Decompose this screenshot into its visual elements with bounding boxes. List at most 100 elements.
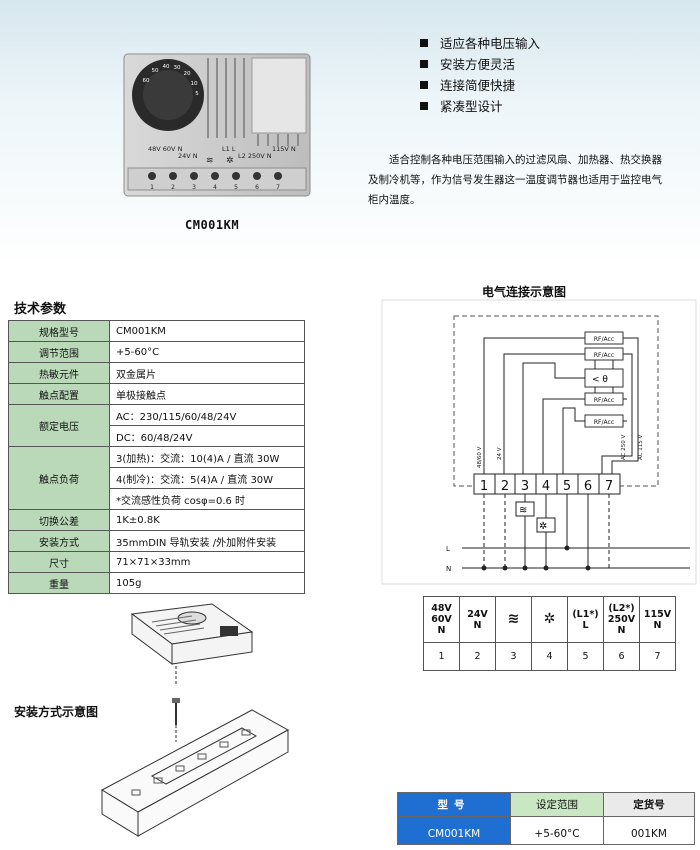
spec-value: AC：230/115/60/48/24V	[109, 404, 305, 426]
spec-label: 触点配置	[8, 383, 110, 405]
dial-tick: 10	[191, 81, 198, 87]
spec-value: CM001KM	[109, 320, 305, 342]
spec-value: 1K±0.8K	[109, 509, 305, 531]
terminal-number: 3	[192, 184, 196, 191]
spec-label: 重量	[8, 572, 110, 594]
order-header: 型号	[397, 792, 511, 817]
product-image: 60 50 40 30 20 10 5 48V 60V N 24V N L1 L…	[123, 53, 311, 197]
relay-label: RF/Acc	[594, 352, 614, 359]
relay-label: RF/Acc	[594, 336, 614, 343]
voltage-label: AC 115 V	[638, 434, 644, 460]
spec-label: 安装方式	[8, 530, 110, 552]
spec-title: 技术参数	[14, 302, 67, 317]
fan-icon: ✲	[539, 521, 547, 532]
spec-value: DC：60/48/24V	[109, 425, 305, 447]
terminal-number: 2	[171, 184, 175, 191]
spec-value: 3(加热)：交流：10(4)A / 直流 30W	[109, 446, 305, 468]
terminal-number: 5	[563, 479, 571, 494]
order-cell: CM001KM	[397, 816, 511, 845]
feature-item: 适应各种电压输入	[420, 32, 540, 53]
dial-tick: 30	[174, 65, 181, 71]
dial-tick: 60	[143, 78, 150, 84]
spec-label: 切换公差	[8, 509, 110, 531]
table-row: 触点配置单极接触点	[8, 383, 305, 405]
terminal-number: 7	[639, 642, 676, 671]
intro-paragraph: 适合控制各种电压范围输入的过滤风扇、加热器、热交换器及制冷机等，作为信号发生器这…	[368, 154, 662, 206]
cooling-icon: ✲	[531, 596, 568, 643]
dial-tick: 20	[184, 71, 191, 77]
spec-label: 调节范围	[8, 341, 110, 363]
terminal-number: 3	[495, 642, 532, 671]
terminal-number: 5	[567, 642, 604, 671]
heating-icon: ≋	[495, 596, 532, 643]
spec-value: 4(制冷)：交流：5(4)A / 直流 30W	[109, 467, 305, 489]
face-label: 48V 60V N	[148, 145, 183, 153]
square-bullet-icon	[420, 101, 428, 110]
terminal-number: 7	[605, 479, 613, 494]
terminal-number: 6	[584, 479, 592, 494]
terminal-number: 1	[480, 479, 488, 494]
spec-value: *交流感性负荷 cosφ=0.6 时	[109, 488, 305, 510]
terminal-desc: (L1*)L	[567, 596, 604, 643]
spec-value: +5-60°C	[109, 341, 305, 363]
terminal-number: 3	[521, 479, 529, 494]
terminal-number: 4	[542, 479, 550, 494]
install-diagram	[100, 603, 290, 837]
dial-tick: 5	[195, 91, 199, 97]
terminal-number: 6	[255, 184, 259, 191]
terminal-number: 4	[213, 184, 217, 191]
spec-value: 双金属片	[109, 362, 305, 384]
table-row: 1 2 3 4 5 6 7	[423, 642, 676, 671]
spec-label: 触点负荷	[8, 446, 110, 510]
line-label: N	[446, 565, 451, 573]
spec-label: 尺寸	[8, 551, 110, 573]
order-header: 定货号	[603, 792, 695, 817]
terminal-number: 2	[459, 642, 496, 671]
voltage-label: AC 250 V	[621, 434, 627, 460]
terminal-number: 1	[423, 642, 460, 671]
face-label: L1 L	[222, 145, 236, 153]
order-header: 设定范围	[510, 792, 604, 817]
spec-label: 额定电压	[8, 404, 110, 447]
square-bullet-icon	[420, 80, 428, 89]
table-row: 型号 设定范围 定货号	[397, 792, 695, 817]
face-label: 115V N	[272, 145, 296, 153]
relay-label: RF/Acc	[594, 419, 614, 426]
dial-tick: 40	[163, 64, 170, 70]
thermostat-switch-icon: < θ	[592, 375, 608, 385]
line-label: L	[446, 545, 450, 553]
terminal-number: 2	[501, 479, 509, 494]
top-banner	[0, 0, 700, 268]
wiring-title: 电气连接示意图	[482, 285, 567, 299]
voltage-label: 24 V	[497, 447, 503, 460]
dial-tick: 50	[152, 68, 159, 74]
terminal-number: 7	[276, 184, 280, 191]
feature-item: 连接简便快捷	[420, 74, 540, 95]
terminal-number: 5	[234, 184, 238, 191]
terminal-number: 6	[603, 642, 640, 671]
order-table: 型号 设定范围 定货号 CM001KM +5-60°C 001KM	[397, 792, 695, 845]
heater-icon: ≋	[519, 505, 527, 516]
spec-label: 热敏元件	[8, 362, 110, 384]
feature-list: 适应各种电压输入 安装方便灵活 连接简便快捷 紧凑型设计	[420, 32, 540, 116]
spec-label: 规格型号	[8, 320, 110, 342]
table-row: 热敏元件双金属片	[8, 362, 305, 384]
spec-value: 35mmDIN 导轨安装 /外加附件安装	[109, 530, 305, 552]
face-label: L2 250V N	[238, 152, 272, 160]
cool-icon: ✲	[226, 156, 234, 166]
heat-icon: ≋	[206, 156, 214, 166]
wiring-diagram: RF/Acc RF/Acc RF/Acc RF/Acc < θ 48/60 V …	[381, 299, 697, 585]
terminal-number: 4	[531, 642, 568, 671]
feature-item: 紧凑型设计	[420, 95, 540, 116]
voltage-label: 48/60 V	[477, 446, 483, 468]
face-label: 24V N	[178, 152, 198, 160]
